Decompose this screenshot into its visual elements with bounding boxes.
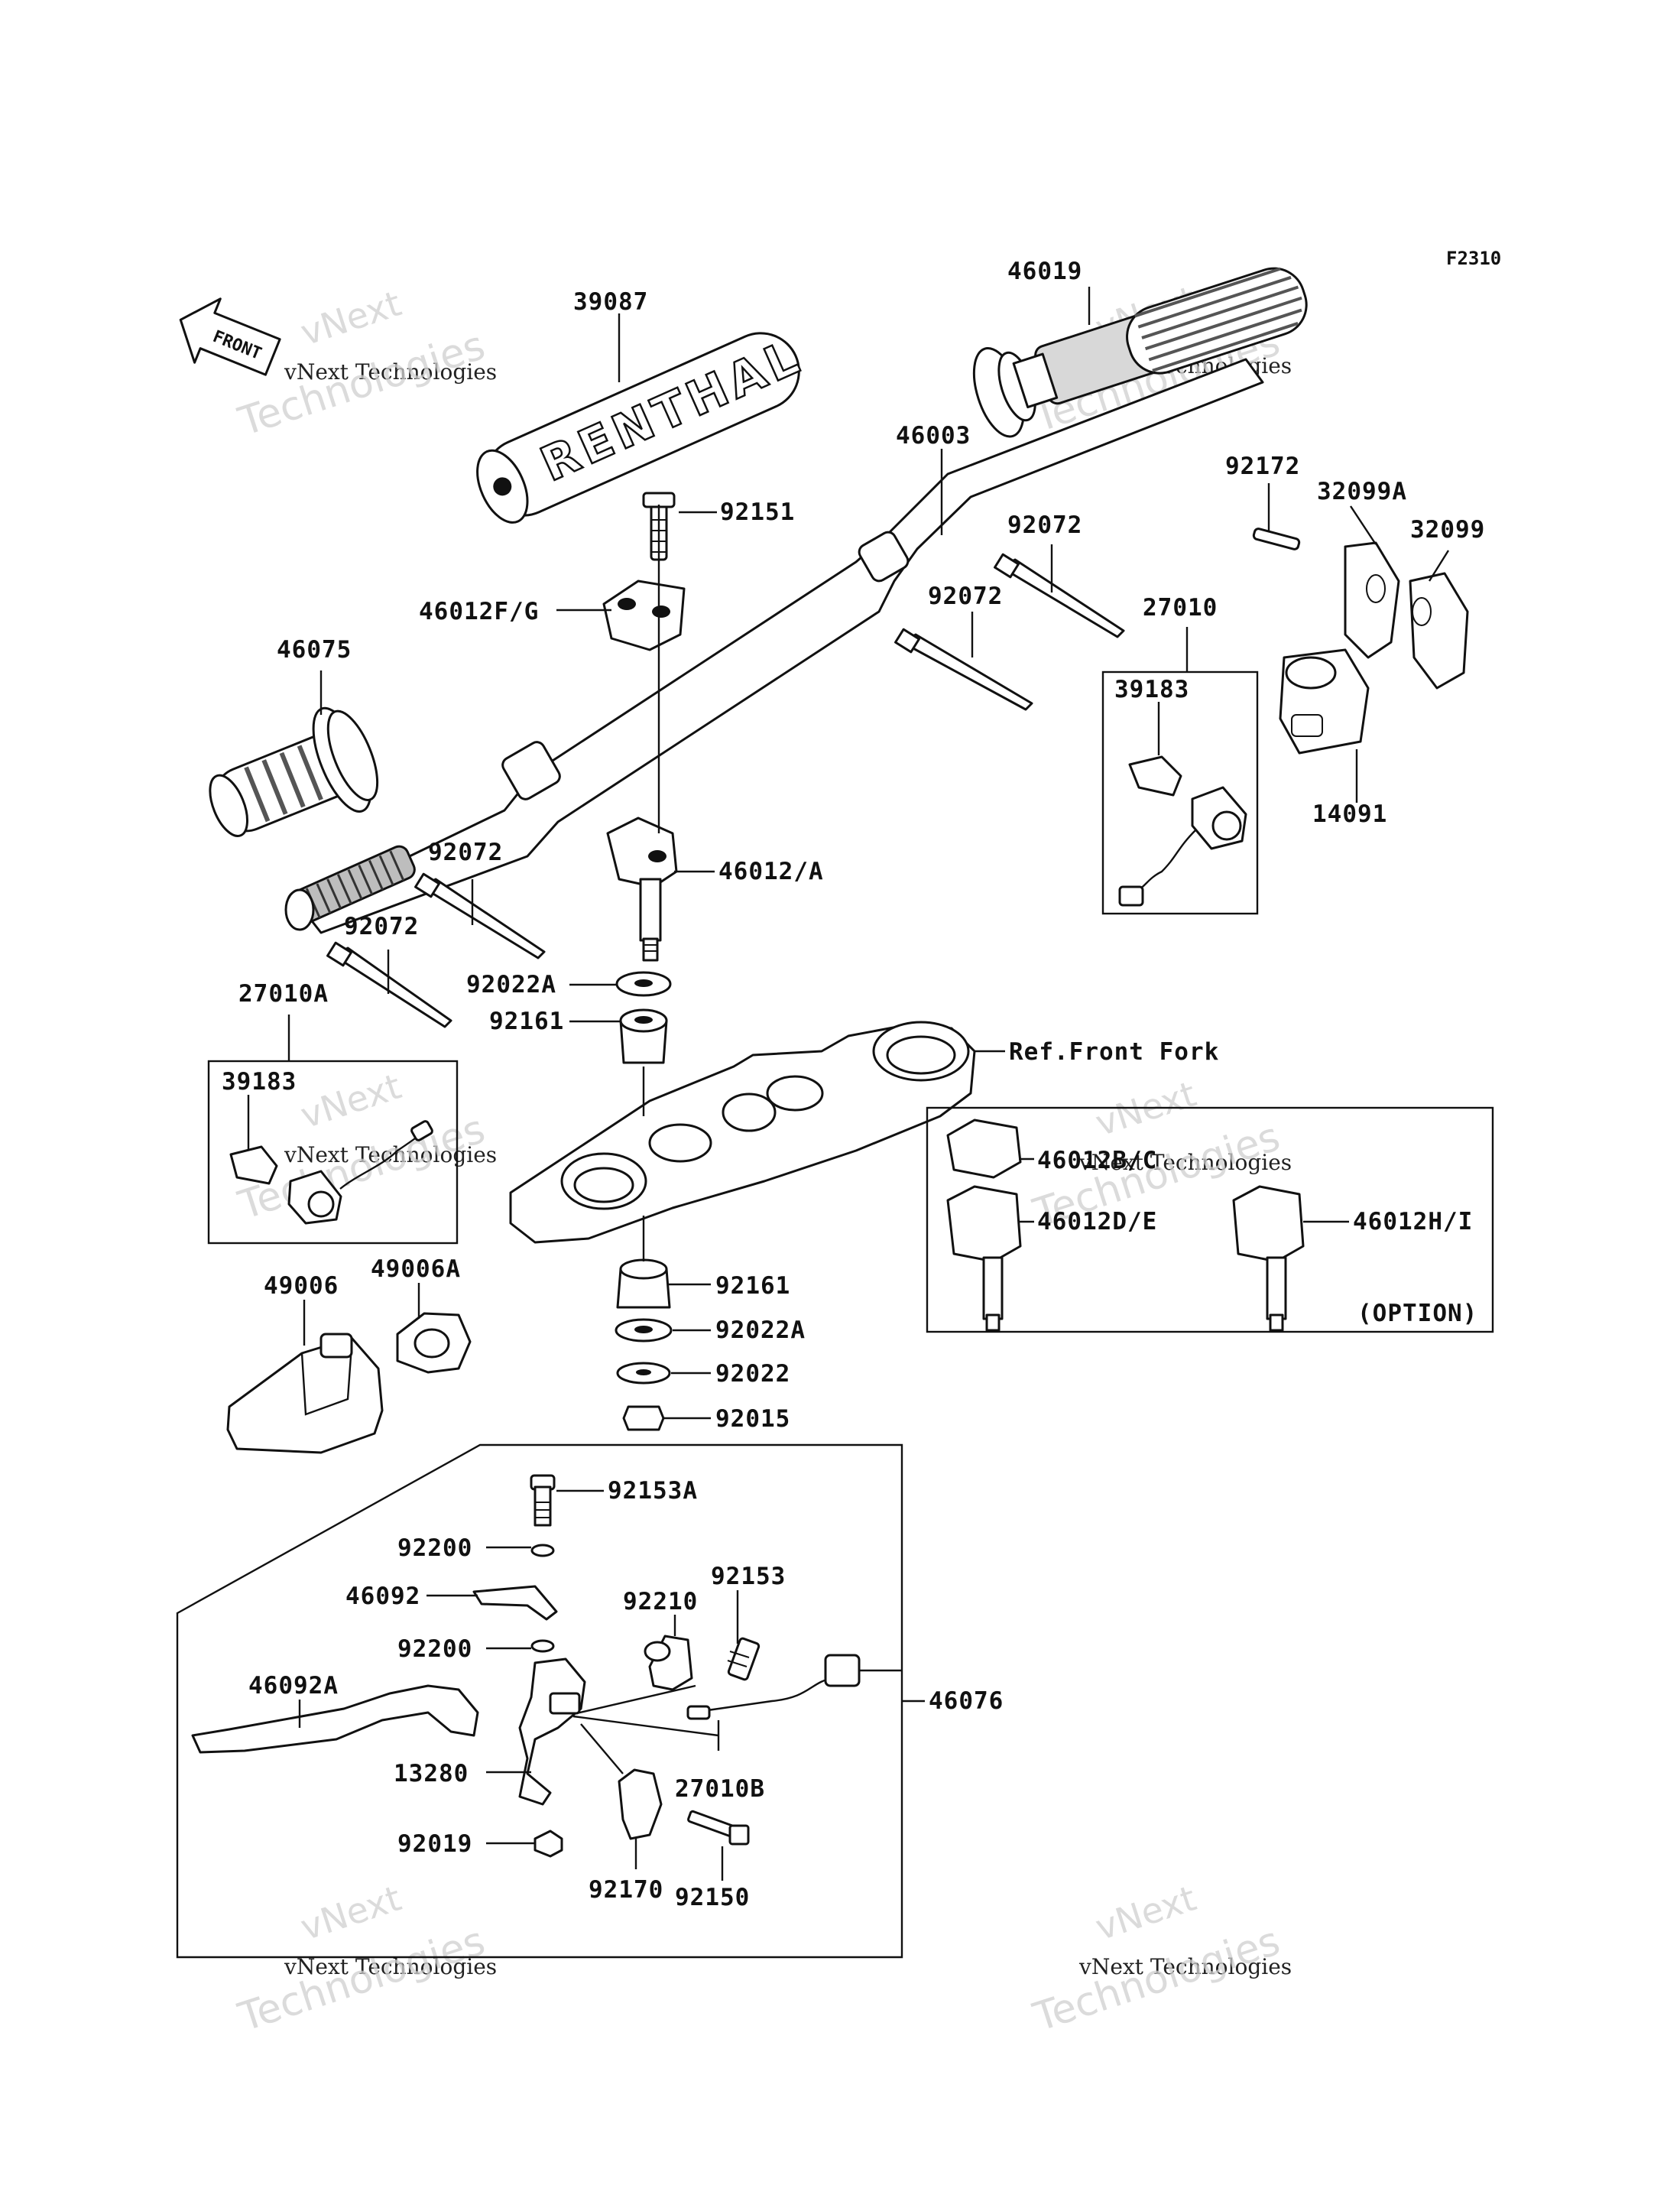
label-92022a-a: 92022A bbox=[466, 971, 556, 998]
label-92015: 92015 bbox=[715, 1405, 790, 1433]
label-92153a: 92153A bbox=[608, 1477, 698, 1505]
label-92200-b: 92200 bbox=[397, 1635, 472, 1663]
label-ref-front-fork: Ref.Front Fork bbox=[1009, 1038, 1219, 1066]
mount-hardware-lower bbox=[615, 1258, 673, 1431]
label-92022a-b: 92022A bbox=[715, 1317, 806, 1344]
label-46003: 46003 bbox=[896, 422, 971, 450]
label-92153: 92153 bbox=[711, 1563, 786, 1590]
throttle-grip bbox=[972, 267, 1308, 438]
label-92172: 92172 bbox=[1225, 453, 1300, 480]
label-92022: 92022 bbox=[715, 1360, 790, 1388]
option-box bbox=[926, 1106, 1494, 1333]
label-option: (OPTION) bbox=[1357, 1300, 1477, 1327]
label-49006a: 49006A bbox=[371, 1255, 461, 1283]
watermark-text: vNext Technologies bbox=[284, 359, 497, 385]
engine-stop-switch bbox=[1118, 755, 1247, 907]
part-labels: 39087 46019 46003 92151 46012F/G 92172 3… bbox=[222, 258, 1485, 1911]
label-27010: 27010 bbox=[1143, 594, 1218, 622]
left-grip bbox=[209, 706, 379, 837]
label-92019: 92019 bbox=[397, 1830, 472, 1858]
label-46092: 46092 bbox=[345, 1583, 420, 1610]
label-92210: 92210 bbox=[623, 1588, 698, 1615]
guard-49006 bbox=[226, 1333, 384, 1454]
label-92072-a: 92072 bbox=[1007, 511, 1082, 539]
label-13280: 13280 bbox=[394, 1760, 469, 1787]
nut-49006a bbox=[396, 1312, 472, 1374]
cable-ties bbox=[326, 553, 1125, 1028]
watermark-big: vNext bbox=[296, 1066, 407, 1137]
watermark-big: Technologies bbox=[1028, 1918, 1286, 2041]
label-46012fg: 46012F/G bbox=[419, 598, 539, 625]
upper-clamp bbox=[602, 492, 686, 651]
label-39183-b: 39183 bbox=[222, 1068, 297, 1096]
label-49006: 49006 bbox=[264, 1272, 339, 1300]
handlebar-riser bbox=[606, 817, 678, 962]
label-92151: 92151 bbox=[720, 498, 795, 526]
switch-kit-box-a bbox=[207, 1060, 459, 1245]
watermark-big: Technologies bbox=[233, 1918, 491, 2041]
watermark-big: vNext bbox=[1091, 1878, 1202, 1949]
label-46012bc: 46012B/C bbox=[1037, 1147, 1157, 1174]
label-92161-a: 92161 bbox=[489, 1008, 564, 1035]
watermark-text: vNext Technologies bbox=[284, 1954, 497, 1979]
label-39183-a: 39183 bbox=[1114, 676, 1189, 703]
label-14091: 14091 bbox=[1312, 800, 1387, 828]
watermark-text: vNext Technologies bbox=[1078, 1954, 1292, 1979]
label-46076: 46076 bbox=[929, 1687, 1004, 1715]
label-92150: 92150 bbox=[675, 1884, 750, 1911]
handlebar bbox=[284, 358, 1264, 934]
watermark-text: vNext Technologies bbox=[1078, 1150, 1292, 1175]
label-46075: 46075 bbox=[277, 636, 352, 664]
leader-lines bbox=[247, 287, 1450, 1881]
engine-stop-switch-a bbox=[229, 1120, 433, 1225]
option-clamps bbox=[946, 1118, 1305, 1332]
label-46012hi: 46012H/I bbox=[1353, 1208, 1473, 1235]
figure-code: F2310 bbox=[1446, 248, 1501, 269]
label-46019: 46019 bbox=[1007, 258, 1082, 285]
label-46012a: 46012/A bbox=[718, 858, 824, 885]
mount-hardware-upper bbox=[615, 971, 672, 1064]
front-arrow-icon: FRONT bbox=[179, 297, 281, 376]
label-46092a: 46092A bbox=[248, 1672, 339, 1700]
throttle-cover bbox=[1279, 648, 1370, 755]
label-92072-c: 92072 bbox=[428, 839, 503, 866]
watermark-text: vNext Technologies bbox=[284, 1142, 497, 1167]
label-92161-b: 92161 bbox=[715, 1272, 790, 1300]
label-27010a: 27010A bbox=[238, 980, 329, 1008]
label-92200-a: 92200 bbox=[397, 1534, 472, 1562]
lever-assembly bbox=[191, 1474, 861, 1858]
watermark-big: vNext bbox=[296, 1878, 407, 1949]
label-46012de: 46012D/E bbox=[1037, 1208, 1157, 1235]
label-92072-b: 92072 bbox=[928, 583, 1003, 610]
label-32099a: 32099A bbox=[1317, 478, 1407, 505]
switch-kit-box bbox=[1101, 670, 1259, 915]
label-92072-d: 92072 bbox=[344, 913, 419, 940]
label-92170: 92170 bbox=[589, 1876, 663, 1904]
label-39087: 39087 bbox=[573, 288, 648, 316]
label-27010b: 27010B bbox=[675, 1775, 765, 1803]
label-32099: 32099 bbox=[1410, 516, 1485, 544]
triple-clamp bbox=[509, 1021, 976, 1244]
watermark-big: vNext bbox=[296, 283, 407, 354]
